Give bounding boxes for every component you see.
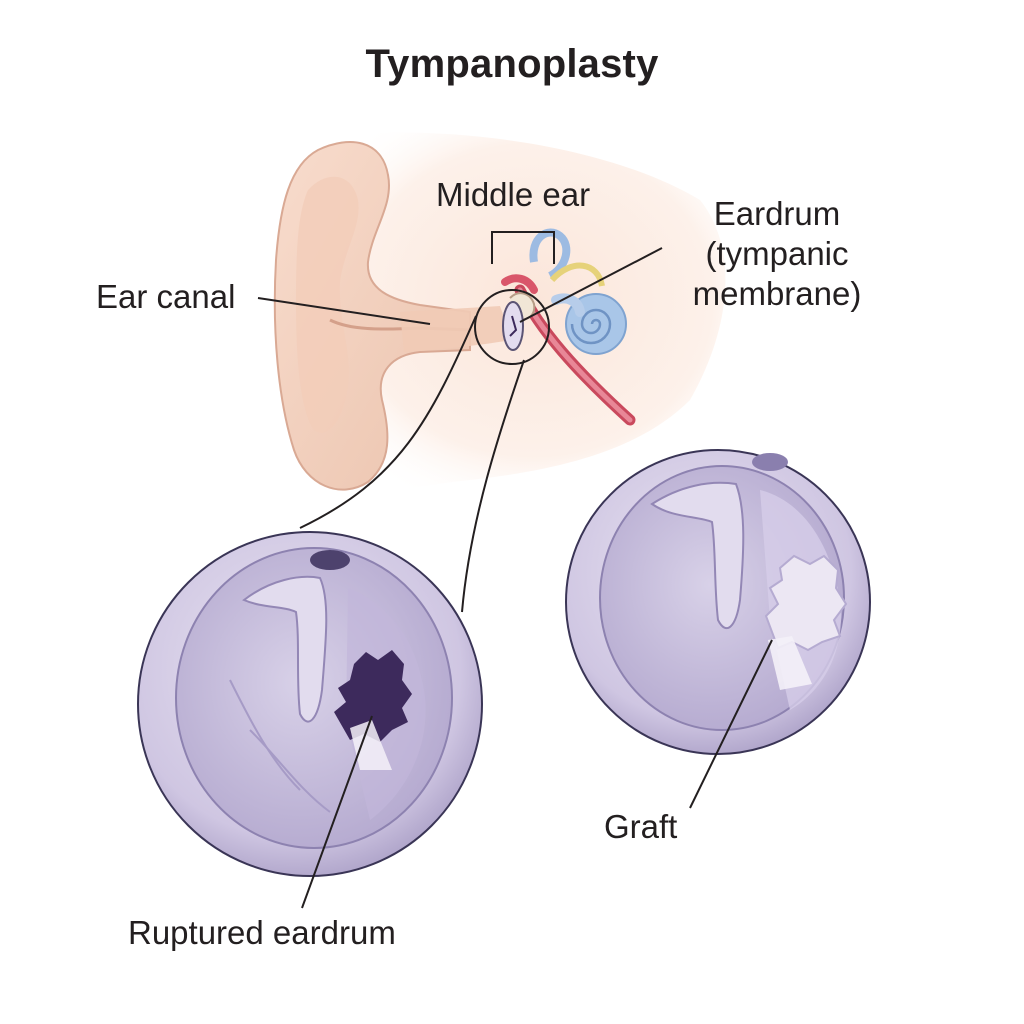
label-graft: Graft — [604, 808, 678, 845]
graft-eardrum-disc — [565, 449, 871, 755]
zoom-connector-left — [299, 315, 477, 529]
graft-patch — [764, 554, 848, 652]
graft-leader — [689, 639, 773, 809]
label-eardrum: Eardrum (tympanic membrane) — [672, 194, 882, 314]
eardrum-focus-circle — [474, 289, 550, 365]
eardrum-leader — [519, 247, 663, 323]
zoom-connector-right — [461, 359, 525, 613]
label-ear-canal: Ear canal — [96, 278, 236, 315]
ruptured-leader — [301, 715, 373, 909]
label-eardrum-line3: membrane) — [692, 275, 862, 312]
label-ruptured-eardrum: Ruptured eardrum — [128, 914, 396, 951]
rupture-hole — [334, 650, 412, 742]
label-eardrum-line2: (tympanic — [705, 235, 849, 272]
ear-canal-tube — [400, 306, 512, 352]
middle-ear-bracket — [491, 231, 555, 264]
label-middle-ear: Middle ear — [436, 176, 591, 213]
page-title: Tympanoplasty — [365, 42, 659, 86]
ear-canal-leader — [257, 297, 431, 325]
ruptured-eardrum-disc — [137, 531, 483, 877]
label-eardrum-line1: Eardrum — [713, 195, 841, 232]
